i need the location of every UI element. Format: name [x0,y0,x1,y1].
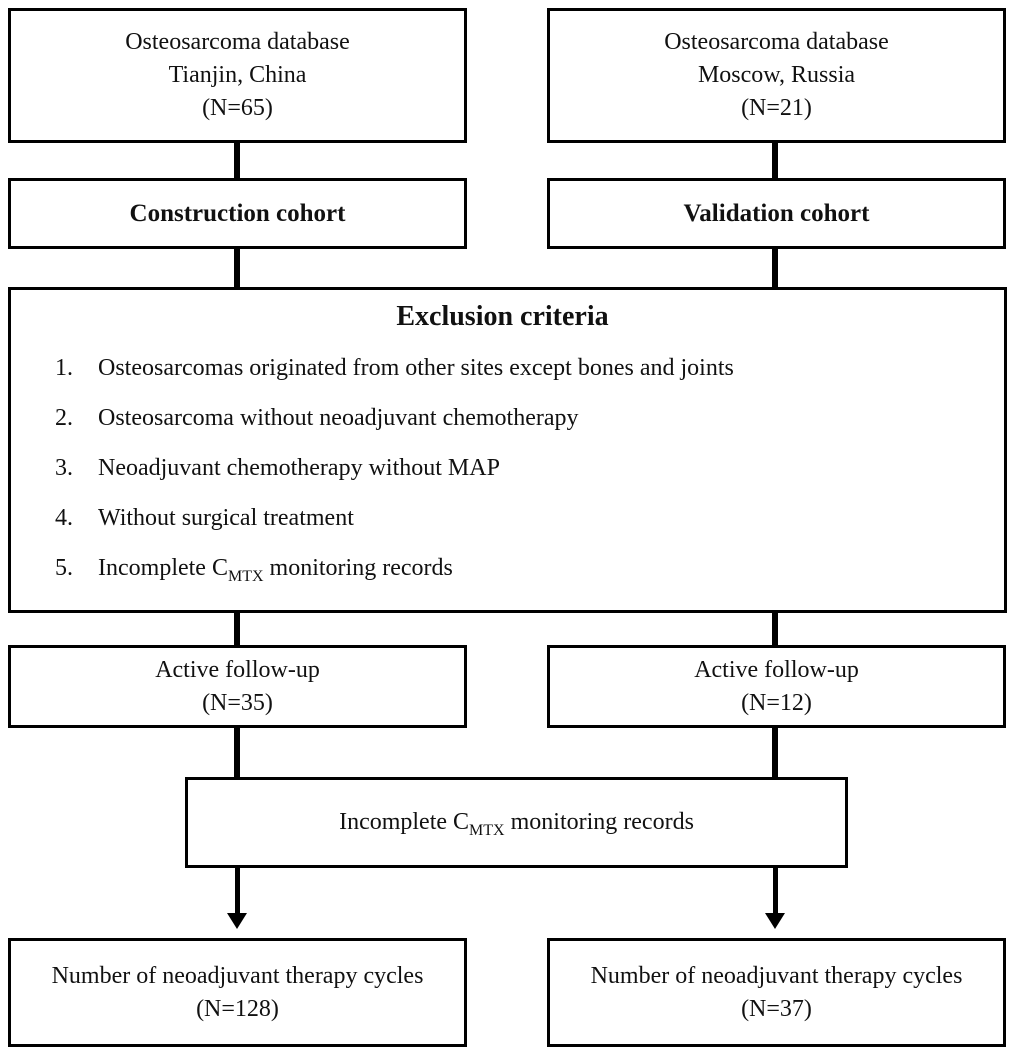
exclusion-item-number: 3. [55,455,73,481]
box-active-followup-validation: Active follow-up (N=12) [547,645,1006,728]
cmtx-subscript: MTX [227,567,264,585]
exclusion-item-number: 4. [55,505,73,531]
box-line: Osteosarcoma database [125,29,350,55]
box-active-followup-construction: Active follow-up (N=35) [8,645,467,728]
exclusion-item-number: 5. [55,555,73,581]
exclusion-item: 2. Osteosarcoma without neoadjuvant chem… [11,403,994,433]
box-line: (N=21) [741,95,812,121]
arrow-line-to-cycles-left [235,866,240,914]
box-line: (N=35) [202,689,273,716]
connector-followup-to-incomplete-left [234,725,240,780]
box-line: (N=65) [202,95,273,121]
box-incomplete-cmtx-records: Incomplete CMTX monitoring records [185,777,848,868]
arrow-head-icon [765,913,785,929]
exclusion-item: 3. Neoadjuvant chemotherapy without MAP [11,453,994,483]
connector-exclusion-to-followup-left [234,610,240,648]
connector-exclusion-to-followup-right [772,610,778,648]
exclusion-item-text: Without surgical treatment [98,505,354,531]
exclusion-item: 4. Without surgical treatment [11,503,994,533]
arrow-head-icon [227,913,247,929]
connector-cohort-to-exclusion-left [234,246,240,290]
exclusion-item-text: Neoadjuvant chemotherapy without MAP [98,455,500,481]
box-osteosarcoma-db-moscow: Osteosarcoma database Moscow, Russia (N=… [547,8,1006,143]
arrow-line-to-cycles-right [773,866,778,914]
box-therapy-cycles-construction: Number of neoadjuvant therapy cycles (N=… [8,938,467,1047]
box-line: Tianjin, China [168,62,307,88]
box-construction-cohort: Construction cohort [8,178,467,249]
box-line: Incomplete CMTX monitoring records [339,806,694,839]
connector-db-to-cohort-right [772,140,778,182]
box-line: Number of neoadjuvant therapy cycles [590,962,963,989]
box-line: (N=37) [741,995,812,1022]
cmtx-prefix: Incomplete C [98,555,228,581]
cmtx-suffix: monitoring records [504,809,694,835]
box-validation-cohort: Validation cohort [547,178,1006,249]
cmtx-prefix: Incomplete C [339,809,470,835]
cmtx-subscript: MTX [469,821,505,839]
box-line: Osteosarcoma database [664,29,889,55]
box-line: Active follow-up [155,656,320,683]
exclusion-item-text: Osteosarcoma without neoadjuvant chemoth… [98,405,579,431]
exclusion-item-number: 2. [55,405,73,431]
box-line: Construction cohort [129,200,346,227]
exclusion-item-text: Incomplete CMTX monitoring records [98,553,453,585]
box-line: Number of neoadjuvant therapy cycles [51,962,424,989]
box-exclusion-criteria: Exclusion criteria 1. Osteosarcomas orig… [8,287,1007,613]
exclusion-item: 5. Incomplete CMTX monitoring records [11,553,994,585]
box-line: Active follow-up [694,656,859,683]
exclusion-item-number: 1. [55,355,73,381]
exclusion-title: Exclusion criteria [396,301,609,332]
cmtx-suffix: monitoring records [263,555,453,581]
box-line: (N=12) [741,689,812,716]
box-line: Validation cohort [683,200,870,227]
exclusion-item: 1. Osteosarcomas originated from other s… [11,353,994,383]
box-therapy-cycles-validation: Number of neoadjuvant therapy cycles (N=… [547,938,1006,1047]
box-osteosarcoma-db-tianjin: Osteosarcoma database Tianjin, China (N=… [8,8,467,143]
exclusion-item-text: Osteosarcomas originated from other site… [98,355,734,381]
connector-followup-to-incomplete-right [772,725,778,780]
box-line: Moscow, Russia [697,62,856,88]
connector-cohort-to-exclusion-right [772,246,778,290]
box-line: (N=128) [196,995,279,1022]
connector-db-to-cohort-left [234,140,240,182]
